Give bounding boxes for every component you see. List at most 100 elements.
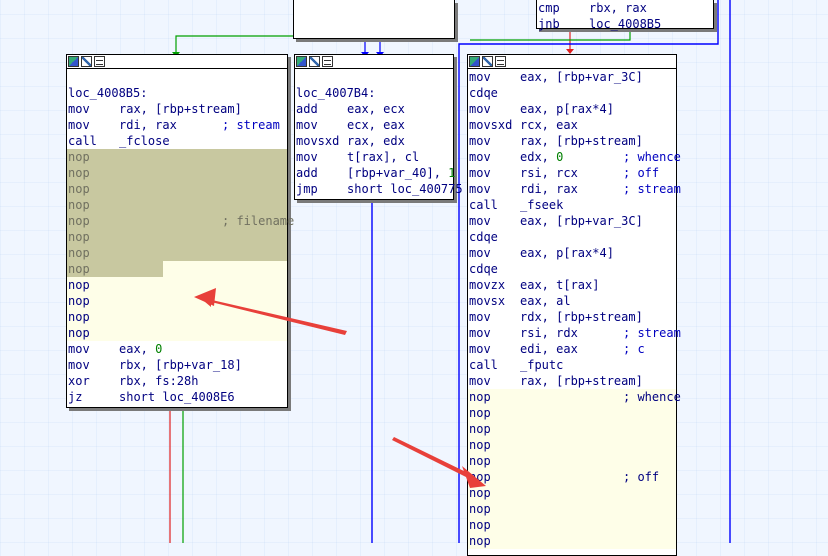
asm-mnemonic: nop xyxy=(469,406,491,420)
asm-mnemonic: movzx xyxy=(469,278,506,292)
edit-icon[interactable] xyxy=(309,56,320,67)
asm-operand: rbx, [rbp+var_18] xyxy=(119,358,242,372)
asm-mnemonic: mov xyxy=(469,134,491,148)
asm-mnemonic: mov xyxy=(469,70,491,84)
asm-line[interactable]: nop; off xyxy=(468,469,676,485)
asm-comment: ; stream xyxy=(623,182,681,196)
block-label[interactable]: loc_4007B4: xyxy=(296,86,376,100)
asm-line[interactable]: add[rbp+var_40], 1 xyxy=(295,165,455,181)
asm-operand: rax, [rbp+stream] xyxy=(119,102,242,116)
asm-mnemonic: add xyxy=(296,166,318,180)
asm-mnemonic: nop xyxy=(68,150,90,164)
asm-line[interactable]: nop xyxy=(468,421,676,437)
asm-line[interactable]: nop xyxy=(468,501,676,517)
asm-mnemonic: nop xyxy=(68,326,90,340)
asm-mnemonic: nop xyxy=(469,438,491,452)
asm-mnemonic: mov xyxy=(296,118,318,132)
asm-line[interactable]: cdqe xyxy=(468,261,676,277)
asm-mnemonic: mov xyxy=(469,326,491,340)
asm-operand: _fclose xyxy=(119,134,170,148)
asm-mnemonic: call xyxy=(68,134,97,148)
asm-line[interactable]: nop xyxy=(67,181,287,197)
asm-line[interactable]: nop xyxy=(468,485,676,501)
asm-line[interactable]: nop; whence xyxy=(468,389,681,405)
asm-line[interactable]: nop xyxy=(67,165,287,181)
asm-line[interactable]: nop xyxy=(67,277,287,293)
asm-line[interactable]: nop; filename xyxy=(67,213,294,229)
asm-comment: ; whence xyxy=(623,150,681,164)
asm-line[interactable]: nop xyxy=(67,309,287,325)
asm-comment: ; stream xyxy=(222,118,280,132)
asm-line[interactable]: nop xyxy=(67,197,287,213)
asm-mnemonic: nop xyxy=(469,502,491,516)
asm-line[interactable]: nop xyxy=(67,293,287,309)
asm-line[interactable]: nop xyxy=(468,453,676,469)
asm-operand: rsi, rdx xyxy=(520,326,578,340)
block-label[interactable]: loc_4008B5: xyxy=(68,86,148,100)
asm-mnemonic: xor xyxy=(68,374,90,388)
asm-line[interactable]: nop xyxy=(67,229,287,245)
collapse-icon[interactable] xyxy=(322,56,333,67)
asm-line[interactable]: nop xyxy=(67,261,287,277)
edit-icon[interactable] xyxy=(81,56,92,67)
asm-mnemonic: mov xyxy=(68,118,90,132)
graph-color-icon[interactable] xyxy=(296,56,307,67)
asm-line[interactable]: nop xyxy=(468,405,676,421)
asm-line[interactable]: call_fputc xyxy=(468,357,676,373)
asm-line[interactable]: nop xyxy=(468,517,676,533)
asm-mnemonic: nop xyxy=(68,182,90,196)
top-left-block[interactable] xyxy=(293,0,455,39)
asm-operand: eax, [rbp+var_3C] xyxy=(520,70,643,84)
asm-line[interactable]: mov eax, [rbp+var_3C] xyxy=(468,69,676,85)
asm-mnemonic: jmp xyxy=(296,182,318,196)
asm-line[interactable]: call _fclose xyxy=(67,133,287,149)
graph-color-icon[interactable] xyxy=(68,56,79,67)
asm-line[interactable]: nop xyxy=(468,437,676,453)
asm-line[interactable]: nop xyxy=(67,245,287,261)
asm-line[interactable]: nop xyxy=(468,533,676,549)
collapse-icon[interactable] xyxy=(495,56,506,67)
asm-line[interactable]: call_fseek xyxy=(468,197,676,213)
asm-line[interactable]: nop xyxy=(67,149,287,165)
asm-line[interactable]: cdqe xyxy=(468,85,676,101)
asm-mnemonic: cdqe xyxy=(469,86,498,100)
collapse-icon[interactable] xyxy=(94,56,105,67)
asm-line[interactable]: nop xyxy=(67,325,287,341)
asm-mnemonic: mov xyxy=(469,246,491,260)
graph-color-icon[interactable] xyxy=(469,56,480,67)
asm-line[interactable]: cdqe xyxy=(468,229,676,245)
edit-icon[interactable] xyxy=(482,56,493,67)
